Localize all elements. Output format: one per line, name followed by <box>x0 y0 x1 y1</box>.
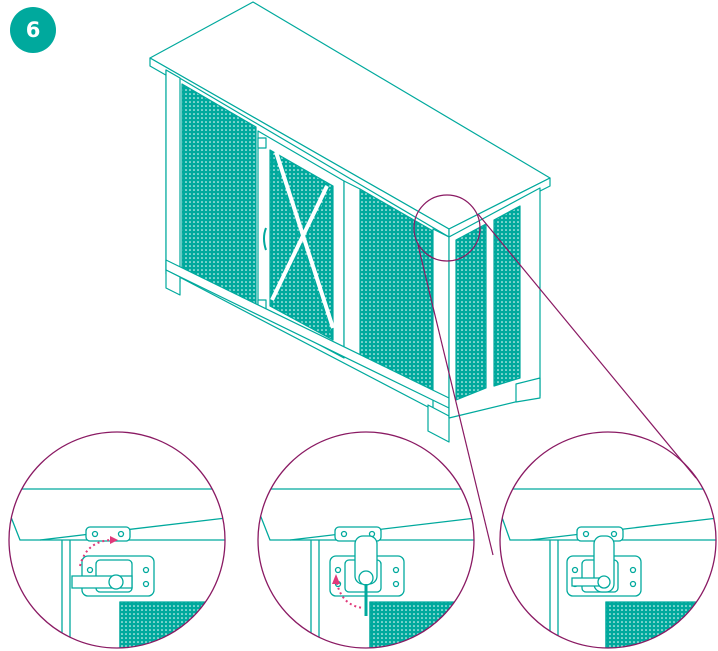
step-number-badge: 6 <box>10 7 56 53</box>
cabinet-leg-front <box>427 404 450 443</box>
detail-circle-3 <box>499 431 717 649</box>
cabinet-leg-side <box>515 377 541 403</box>
cabinet <box>149 1 551 443</box>
side-mesh <box>455 223 487 401</box>
detail-circle-1 <box>8 431 226 649</box>
callout-source-circle <box>413 194 481 262</box>
detail-circle-2 <box>257 431 475 649</box>
callout-zoom <box>413 194 697 556</box>
